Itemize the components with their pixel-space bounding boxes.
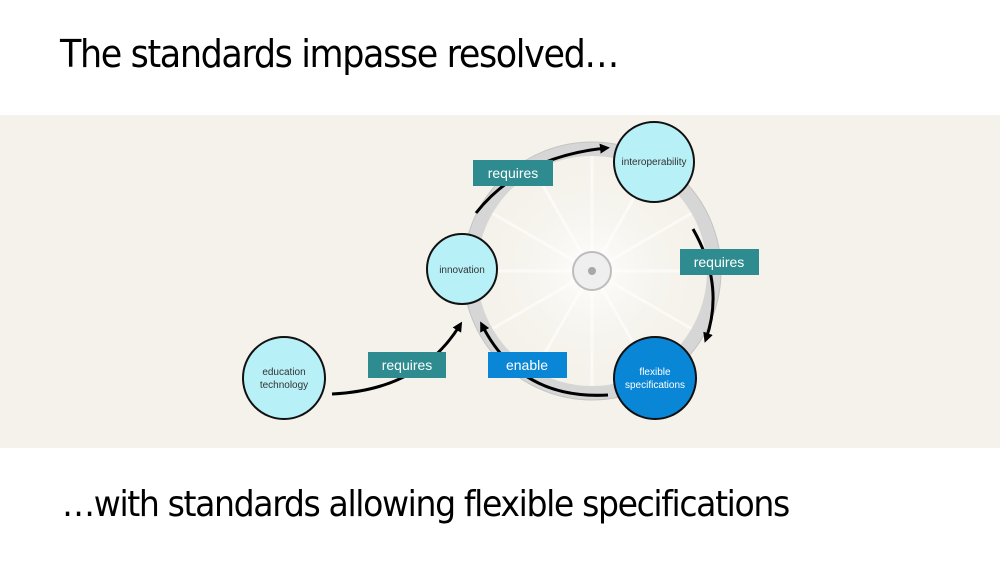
cycle-diagram: interoperability innovation education te… — [242, 121, 759, 420]
slide-title: The standards impasse resolved… — [60, 32, 619, 76]
node-innovation: innovation — [426, 233, 498, 305]
svg-text:requires: requires — [488, 165, 539, 181]
slide-subtitle: …with standards allowing flexible specif… — [62, 484, 790, 525]
svg-text:requires: requires — [694, 254, 745, 270]
edge-label-interoperability-flexible: requires — [680, 249, 759, 275]
edge-label-innovation-interoperability: requires — [473, 160, 553, 186]
svg-text:requires: requires — [382, 357, 433, 373]
node-label-education: education — [262, 367, 305, 378]
edge-label-education-innovation: requires — [368, 352, 446, 378]
node-label-flexible: flexible — [639, 367, 671, 378]
node-flexible-specifications: flexible specifications — [613, 336, 697, 420]
node-label-interoperability: interoperability — [621, 157, 686, 168]
node-label-technology: technology — [260, 380, 308, 391]
node-education-technology: education technology — [242, 336, 326, 420]
wheel-hub-center — [588, 267, 596, 275]
node-label-specifications: specifications — [625, 380, 685, 391]
arrow-flexible-specifications-to-innovation — [480, 321, 609, 397]
edge-label-flexible-innovation: enable — [488, 352, 567, 378]
svg-text:enable: enable — [506, 357, 548, 373]
node-interoperability: interoperability — [613, 121, 695, 203]
node-label-innovation: innovation — [439, 265, 485, 276]
arrow-interoperability-to-flexible-specifications — [691, 228, 715, 343]
